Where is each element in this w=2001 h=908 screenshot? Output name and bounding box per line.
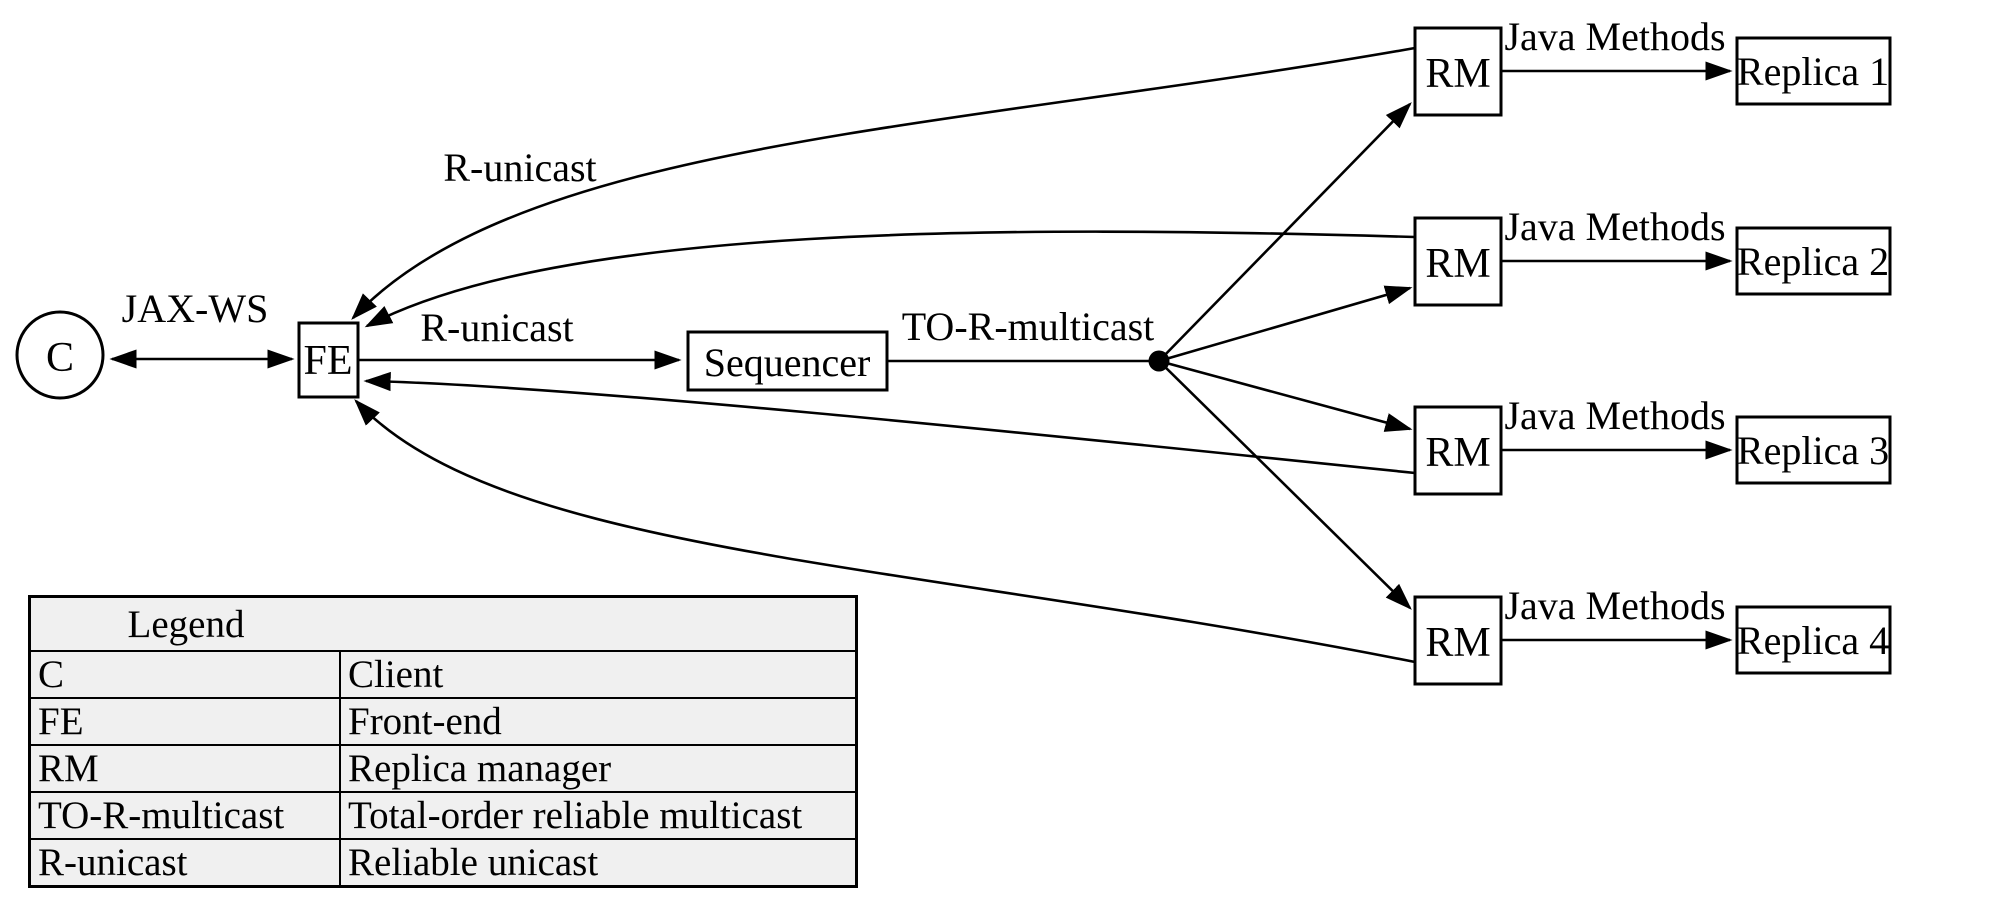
legend-value: Reliable unicast: [348, 841, 599, 884]
r-unicast-mid-label: R-unicast: [420, 305, 573, 350]
replica4-node-label: Replica 4: [1737, 618, 1889, 663]
legend-table: Legend C Client FE Front-end RM Replica …: [28, 595, 858, 888]
return-curve-rm4-fe: [354, 399, 1416, 664]
return-curve-rm3-fe: [363, 371, 1416, 475]
client-node: [15, 310, 105, 400]
multicast-arrow-rm2: [1158, 285, 1413, 363]
rm1-node-label: RM: [1425, 51, 1490, 97]
legend-row-r-unicast: R-unicast Reliable unicast: [31, 838, 855, 885]
rm4-node-label: RM: [1425, 620, 1490, 666]
java-methods-label-2: Java Methods: [1504, 204, 1725, 249]
legend-value: Front-end: [348, 700, 502, 743]
legend-key: TO-R-multicast: [31, 793, 341, 838]
multicast-arrow-rm3: [1158, 359, 1413, 432]
java-methods-label-4: Java Methods: [1504, 583, 1725, 628]
legend-key: C: [31, 652, 341, 697]
legend-row-to-r-multicast: TO-R-multicast Total-order reliable mult…: [31, 791, 855, 838]
replica3-node: [1735, 415, 1892, 485]
frontend-node-label: FE: [303, 338, 352, 384]
legend-row-client: C Client: [31, 650, 855, 697]
rm3-node: [1413, 405, 1503, 496]
java-methods-label-1: Java Methods: [1504, 14, 1725, 59]
legend-key: RM: [31, 746, 341, 791]
legend-row-rm: RM Replica manager: [31, 744, 855, 791]
rm3-node-label: RM: [1425, 430, 1490, 476]
java-methods-label-3: Java Methods: [1504, 393, 1725, 438]
jax-ws-label: JAX-WS: [122, 286, 269, 331]
return-curve-rm2-fe: [364, 230, 1416, 328]
replica2-node-label: Replica 2: [1737, 239, 1889, 284]
replica4-node: [1735, 605, 1892, 675]
r-unicast-top-label: R-unicast: [443, 145, 596, 190]
rm1-node: [1413, 26, 1503, 117]
legend-value: Total-order reliable multicast: [348, 794, 803, 837]
legend-key: R-unicast: [31, 840, 341, 885]
legend-value: Client: [348, 653, 444, 696]
rm4-node: [1413, 595, 1503, 686]
replica2-node: [1735, 226, 1892, 296]
replica1-node-label: Replica 1: [1737, 49, 1889, 94]
frontend-node: [297, 321, 360, 399]
return-curve-rm1-fe: [351, 46, 1416, 320]
to-r-multicast-label: TO-R-multicast: [902, 304, 1155, 349]
multicast-arrow-rm4: [1158, 360, 1412, 610]
legend-key: FE: [31, 699, 341, 744]
legend-title: Legend: [127, 603, 245, 646]
replica1-node: [1735, 36, 1892, 106]
rm2-node-label: RM: [1425, 241, 1490, 287]
replica3-node-label: Replica 3: [1737, 428, 1889, 473]
legend-value: Replica manager: [348, 747, 612, 790]
legend-row-frontend: FE Front-end: [31, 697, 855, 744]
legend-header-row: Legend: [31, 598, 855, 650]
client-node-label: C: [46, 335, 74, 381]
sequencer-node-label: Sequencer: [704, 340, 871, 385]
